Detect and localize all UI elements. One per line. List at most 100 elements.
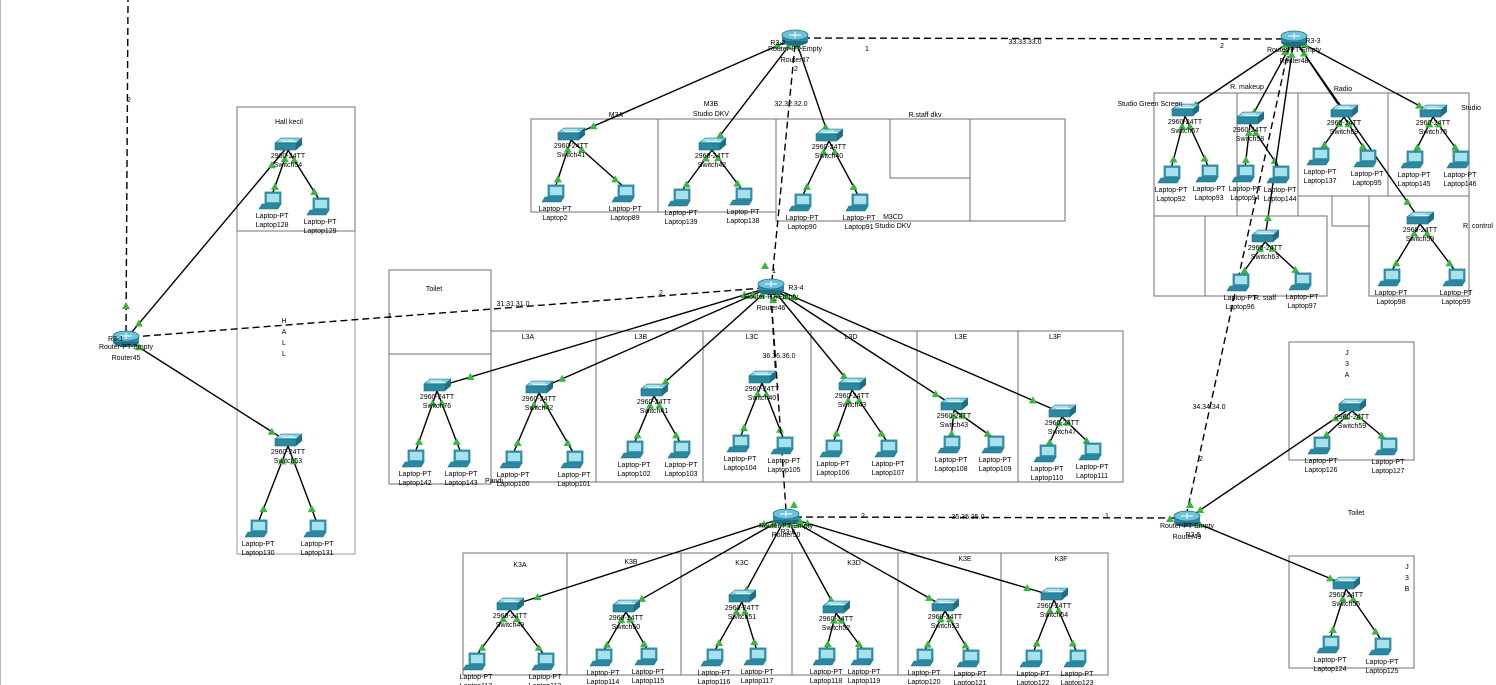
router-switch-link[interactable] <box>1264 38 1295 239</box>
serial-link-31[interactable] <box>131 287 764 338</box>
laptop-icon[interactable] <box>541 184 565 203</box>
router-switch-link[interactable] <box>125 338 289 443</box>
laptop-icon[interactable] <box>937 435 961 454</box>
laptop-icon[interactable] <box>531 652 555 671</box>
laptop-icon[interactable] <box>1400 150 1424 169</box>
router-switch-link[interactable] <box>625 516 787 609</box>
laptop-icon[interactable] <box>819 439 843 458</box>
switch-icon[interactable] <box>612 599 641 613</box>
switch-icon[interactable] <box>1406 211 1435 225</box>
router-switch-link[interactable] <box>741 516 787 599</box>
switch-icon[interactable] <box>940 397 969 411</box>
switch-icon[interactable] <box>640 383 669 397</box>
router-icon[interactable] <box>757 278 785 296</box>
laptop-icon[interactable] <box>845 193 869 212</box>
switch-icon[interactable] <box>1330 104 1359 118</box>
router-switch-link[interactable] <box>436 286 772 388</box>
serial-link-34[interactable] <box>1186 46 1290 513</box>
laptop-icon[interactable] <box>1374 437 1398 456</box>
switch-icon[interactable] <box>1419 104 1448 118</box>
laptop-icon[interactable] <box>788 193 812 212</box>
serial-link-36[interactable] <box>770 294 787 511</box>
laptop-icon[interactable] <box>1063 649 1087 668</box>
router-switch-link[interactable] <box>770 286 955 407</box>
router-switch-link[interactable] <box>509 516 787 607</box>
laptop-icon[interactable] <box>244 519 268 538</box>
serial-link-top[interactable] <box>125 0 129 333</box>
laptop-icon[interactable] <box>874 439 898 458</box>
switch-icon[interactable] <box>274 137 303 151</box>
laptop-icon[interactable] <box>1288 272 1312 291</box>
laptop-icon[interactable] <box>743 647 767 666</box>
switch-icon[interactable] <box>728 589 757 603</box>
laptop-icon[interactable] <box>1307 436 1331 455</box>
router-switch-link[interactable] <box>125 145 289 340</box>
laptop-icon[interactable] <box>1195 164 1219 183</box>
laptop-icon[interactable] <box>462 652 486 671</box>
switch-icon[interactable] <box>525 380 554 394</box>
laptop-icon[interactable] <box>1306 147 1330 166</box>
laptop-icon[interactable] <box>303 519 327 538</box>
laptop-icon[interactable] <box>910 648 934 667</box>
laptop-icon[interactable] <box>667 440 691 459</box>
laptop-icon[interactable] <box>729 187 753 206</box>
laptop-icon[interactable] <box>1316 635 1340 654</box>
laptop-icon[interactable] <box>560 450 584 469</box>
switch-icon[interactable] <box>274 433 303 447</box>
laptop-icon[interactable] <box>1226 273 1250 292</box>
router-switch-link[interactable] <box>1184 38 1295 113</box>
switch-icon[interactable] <box>1048 404 1077 418</box>
switch-icon[interactable] <box>496 597 525 611</box>
laptop-icon[interactable] <box>726 434 750 453</box>
laptop-icon[interactable] <box>1446 150 1470 169</box>
router-switch-link[interactable] <box>770 286 1063 414</box>
laptop-icon[interactable] <box>258 191 282 210</box>
router-switch-link[interactable] <box>1186 518 1347 586</box>
router-icon[interactable] <box>1280 30 1308 48</box>
router-switch-link[interactable] <box>711 37 796 147</box>
laptop-icon[interactable] <box>667 188 691 207</box>
router-switch-link[interactable] <box>785 516 1055 597</box>
laptop-icon[interactable] <box>401 449 425 468</box>
laptop-icon[interactable] <box>447 449 471 468</box>
laptop-icon[interactable] <box>1157 165 1181 184</box>
router-switch-link[interactable] <box>1293 38 1434 114</box>
router-switch-link[interactable] <box>785 516 946 608</box>
laptop-icon[interactable] <box>812 647 836 666</box>
switch-icon[interactable] <box>1040 587 1069 601</box>
laptop-icon[interactable] <box>1033 444 1057 463</box>
laptop-icon[interactable] <box>1231 164 1255 183</box>
laptop-icon[interactable] <box>770 436 794 455</box>
laptop-icon[interactable] <box>850 647 874 666</box>
laptop-icon[interactable] <box>1266 165 1290 184</box>
serial-link-32[interactable] <box>771 44 796 281</box>
laptop-icon[interactable] <box>1368 637 1392 656</box>
node-group[interactable] <box>112 29 1470 671</box>
laptop-icon[interactable] <box>306 197 330 216</box>
switch-icon[interactable] <box>838 377 867 391</box>
laptop-icon[interactable] <box>1078 442 1102 461</box>
serial-link-35[interactable] <box>794 516 1179 519</box>
laptop-icon[interactable] <box>981 435 1005 454</box>
laptop-icon[interactable] <box>1442 268 1466 287</box>
switch-icon[interactable] <box>557 127 586 141</box>
router-switch-link[interactable] <box>770 286 853 387</box>
router-switch-link[interactable] <box>785 516 837 610</box>
router-switch-link[interactable] <box>538 286 772 390</box>
laptop-icon[interactable] <box>611 184 635 203</box>
laptop-icon[interactable] <box>700 648 724 667</box>
laptop-icon[interactable] <box>1377 268 1401 287</box>
router-switch-link[interactable] <box>653 286 772 393</box>
switch-icon[interactable] <box>1338 398 1367 412</box>
laptop-icon[interactable] <box>634 647 658 666</box>
switch-icon[interactable] <box>1236 111 1265 125</box>
serial-link-33[interactable] <box>802 37 1287 40</box>
switch-icon[interactable] <box>1251 229 1280 243</box>
laptop-icon[interactable] <box>1353 149 1377 168</box>
laptop-icon[interactable] <box>956 649 980 668</box>
router-switch-link[interactable] <box>1293 38 1421 221</box>
router-switch-link[interactable] <box>794 37 830 138</box>
switch-icon[interactable] <box>1332 576 1361 590</box>
laptop-icon[interactable] <box>589 648 613 667</box>
router-switch-link[interactable] <box>1186 406 1353 520</box>
